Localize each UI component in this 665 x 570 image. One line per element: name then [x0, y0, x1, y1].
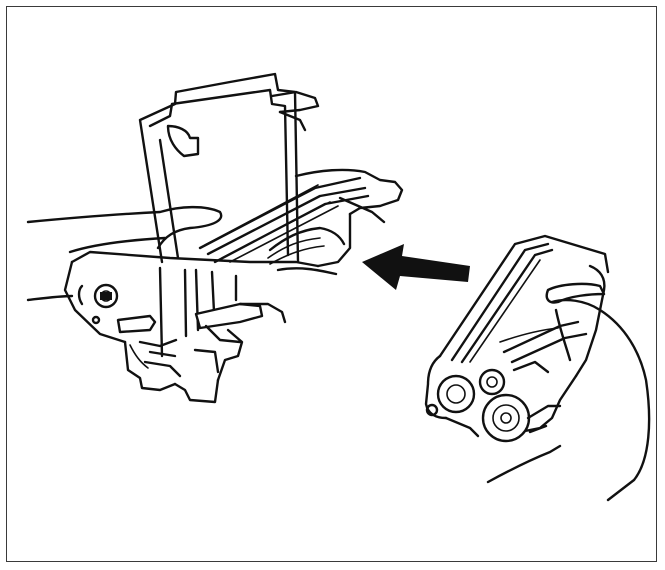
drum-unit-illustration: [63, 72, 404, 404]
toner-cartridge-illustration: [424, 234, 610, 443]
insert-direction-arrow-icon: [362, 244, 470, 290]
right-hand-illustration: [486, 298, 651, 502]
figure-frame: [6, 6, 657, 562]
